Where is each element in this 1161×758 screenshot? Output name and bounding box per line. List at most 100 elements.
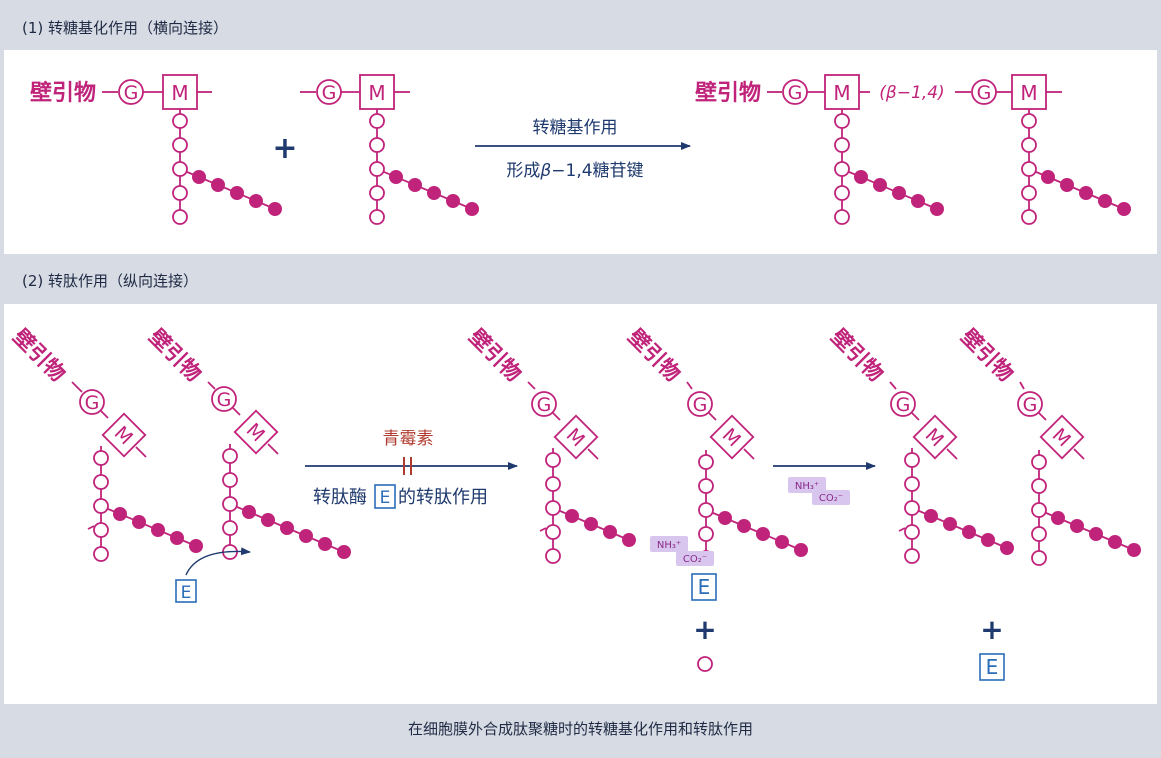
figure-caption: 在细胞膜外合成肽聚糖时的转糖基化作用和转肽作用 xyxy=(407,720,753,738)
enzyme-box xyxy=(691,573,717,601)
bridge-amino-acid xyxy=(737,519,751,533)
bridge-amino-acid xyxy=(446,194,460,208)
peptide-stem xyxy=(904,448,1014,564)
svg-text:E: E xyxy=(380,488,391,508)
enzyme-box xyxy=(175,579,197,603)
stem-amino-acid xyxy=(545,452,561,468)
bridge-amino-acid xyxy=(756,527,770,541)
bridge-amino-acid xyxy=(873,178,887,192)
bridge-amino-acid xyxy=(930,202,944,216)
bridge-amino-acid xyxy=(603,525,617,539)
stem-amino-acid xyxy=(834,137,850,153)
bridge-amino-acid xyxy=(924,509,938,523)
strand-c2: 壁引物 G M + E xyxy=(956,325,1141,681)
plus-sign: + xyxy=(272,131,297,166)
bridge-amino-acid xyxy=(230,186,244,200)
nh3-tag xyxy=(788,477,826,493)
stem-amino-acid xyxy=(369,161,385,177)
bridge-amino-acid xyxy=(261,513,275,527)
peptide-stem xyxy=(222,444,351,560)
bridge-amino-acid xyxy=(1117,202,1131,216)
stem-amino-acid xyxy=(834,113,850,129)
bridge-amino-acid xyxy=(192,170,206,184)
svg-text:G: G xyxy=(1023,394,1038,416)
bridge-amino-acid xyxy=(151,523,165,537)
release-arrow: NH₃⁺ CO₂⁻ xyxy=(773,462,876,505)
bridge-amino-acid xyxy=(337,545,351,559)
stem-amino-acid xyxy=(834,161,850,177)
svg-text:形成β−1,4糖苷键: 形成β−1,4糖苷键 xyxy=(506,161,643,181)
svg-text:G: G xyxy=(322,82,337,104)
strand-b1: 壁引物 G M xyxy=(464,325,636,564)
svg-text:G: G xyxy=(124,82,139,104)
bridge-amino-acid xyxy=(318,537,332,551)
stem-amino-acid xyxy=(369,137,385,153)
stem-amino-acid xyxy=(1021,185,1037,201)
stem-amino-acid xyxy=(369,209,385,225)
stem-amino-acid xyxy=(904,476,920,492)
stem-amino-acid xyxy=(172,137,188,153)
bridge-amino-acid xyxy=(189,539,203,553)
strand-a2: 壁引物 G M E xyxy=(144,325,351,603)
svg-text:E: E xyxy=(698,575,711,599)
bridge-amino-acid xyxy=(1127,543,1141,557)
co2-tag xyxy=(676,551,714,566)
stem-amino-acid xyxy=(222,520,238,536)
bridge-amino-acid xyxy=(1051,511,1065,525)
stem-amino-acid xyxy=(545,476,561,492)
bridge-amino-acid xyxy=(1079,186,1093,200)
stem-amino-acid xyxy=(93,450,109,466)
stem-amino-acid xyxy=(545,500,561,516)
stem-amino-acid xyxy=(172,161,188,177)
enzyme-box xyxy=(374,484,396,509)
bridge-amino-acid xyxy=(408,178,422,192)
stem-amino-acid xyxy=(1031,526,1047,542)
stem-amino-acid xyxy=(1021,161,1037,177)
bridge-amino-acid xyxy=(427,186,441,200)
svg-text:G: G xyxy=(977,82,992,104)
svg-text:CO₂⁻: CO₂⁻ xyxy=(683,554,707,565)
nh3-tag xyxy=(650,536,688,552)
bridge-amino-acid xyxy=(242,505,256,519)
svg-text:G: G xyxy=(537,394,552,416)
stem-amino-acid xyxy=(834,185,850,201)
svg-text:的转肽作用: 的转肽作用 xyxy=(398,487,488,508)
stem-amino-acid xyxy=(1031,502,1047,518)
svg-text:G: G xyxy=(896,394,911,416)
svg-text:NH₃⁺: NH₃⁺ xyxy=(657,540,681,551)
stem-amino-acid xyxy=(172,113,188,129)
peptide-stem xyxy=(698,450,808,566)
wall-primer-label: 壁引物 xyxy=(30,80,96,106)
bridge-amino-acid xyxy=(132,515,146,529)
bridge-amino-acid xyxy=(1060,178,1074,192)
section1-header: (1) 转糖基化作用（横向连接） xyxy=(22,19,229,37)
stem-amino-acid xyxy=(1031,550,1047,566)
peptide-stem xyxy=(545,448,636,564)
transpeptidation-arrow: 青霉素 转肽酶 E 的转肽作用 xyxy=(305,429,518,509)
stem-amino-acid xyxy=(904,548,920,564)
svg-text:M: M xyxy=(171,81,188,105)
bridge-amino-acid xyxy=(962,525,976,539)
bridge-amino-acid xyxy=(892,186,906,200)
enzyme-box xyxy=(979,653,1005,681)
linked-dimer: 壁引物 G M (β−1,4) G M xyxy=(695,74,1131,225)
plus-sign: + xyxy=(693,613,716,646)
bridge-amino-acid xyxy=(794,543,808,557)
stem-amino-acid xyxy=(904,452,920,468)
bridge-amino-acid xyxy=(981,533,995,547)
stem-amino-acid xyxy=(698,454,714,470)
stem-amino-acid xyxy=(698,526,714,542)
svg-text:G: G xyxy=(693,394,708,416)
stem-amino-acid xyxy=(904,500,920,516)
stem-amino-acid xyxy=(1031,478,1047,494)
peptide-stem xyxy=(369,109,479,225)
bridge-amino-acid xyxy=(718,511,732,525)
bridge-amino-acid xyxy=(211,178,225,192)
peptide-stem xyxy=(834,109,944,225)
stem-amino-acid xyxy=(545,524,561,540)
svg-text:转糖基作用: 转糖基作用 xyxy=(533,118,618,138)
stem-amino-acid xyxy=(93,522,109,538)
bridge-amino-acid xyxy=(113,507,127,521)
bridge-amino-acid xyxy=(389,170,403,184)
